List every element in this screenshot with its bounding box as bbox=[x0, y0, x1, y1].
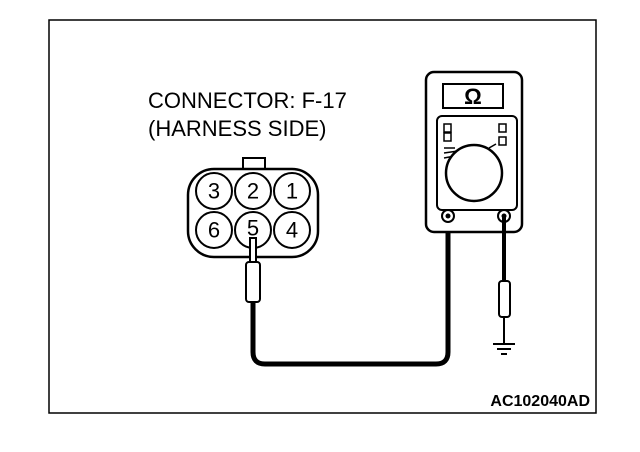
pin-label-5: 5 bbox=[247, 216, 259, 241]
figure-code: AC102040AD bbox=[490, 393, 590, 410]
connector-pin-1 bbox=[273, 172, 311, 210]
connector-label-line2: (HARNESS SIDE) bbox=[148, 116, 326, 141]
probe-needle bbox=[249, 237, 257, 265]
meter-tick-right bbox=[488, 143, 497, 149]
probe-handle bbox=[245, 261, 261, 303]
pin-label-4: 4 bbox=[286, 218, 298, 243]
ohmmeter: Ω bbox=[424, 70, 524, 234]
meter-jack-com-inner bbox=[445, 213, 451, 219]
meter-switch-mid-left bbox=[443, 132, 452, 142]
pin-label-6: 6 bbox=[208, 218, 220, 243]
meter-switch-top-right bbox=[498, 123, 507, 133]
diagram-frame bbox=[48, 19, 597, 414]
meter-display bbox=[442, 83, 504, 109]
connector-pin-2 bbox=[234, 172, 272, 210]
ground-lead bbox=[493, 216, 515, 355]
connector-pin-4 bbox=[273, 211, 311, 249]
meter-display-symbol: Ω bbox=[464, 84, 482, 109]
pin-label-2: 2 bbox=[247, 179, 259, 204]
test-lead-wire bbox=[250, 216, 451, 367]
connector-label-line1: CONNECTOR: F-17 bbox=[148, 88, 347, 113]
probe-connector-side bbox=[245, 237, 261, 303]
connector-f17: 3 2 1 6 5 4 bbox=[186, 157, 320, 259]
pin-label-1: 1 bbox=[286, 179, 298, 204]
meter-switch-mid-right bbox=[498, 136, 507, 146]
meter-dial bbox=[444, 143, 504, 203]
pin-label-3: 3 bbox=[208, 179, 220, 204]
connector-pin-6 bbox=[195, 211, 233, 249]
meter-switch-top-left bbox=[443, 123, 452, 133]
connector-pin-3 bbox=[195, 172, 233, 210]
ground-probe-handle bbox=[498, 280, 511, 318]
